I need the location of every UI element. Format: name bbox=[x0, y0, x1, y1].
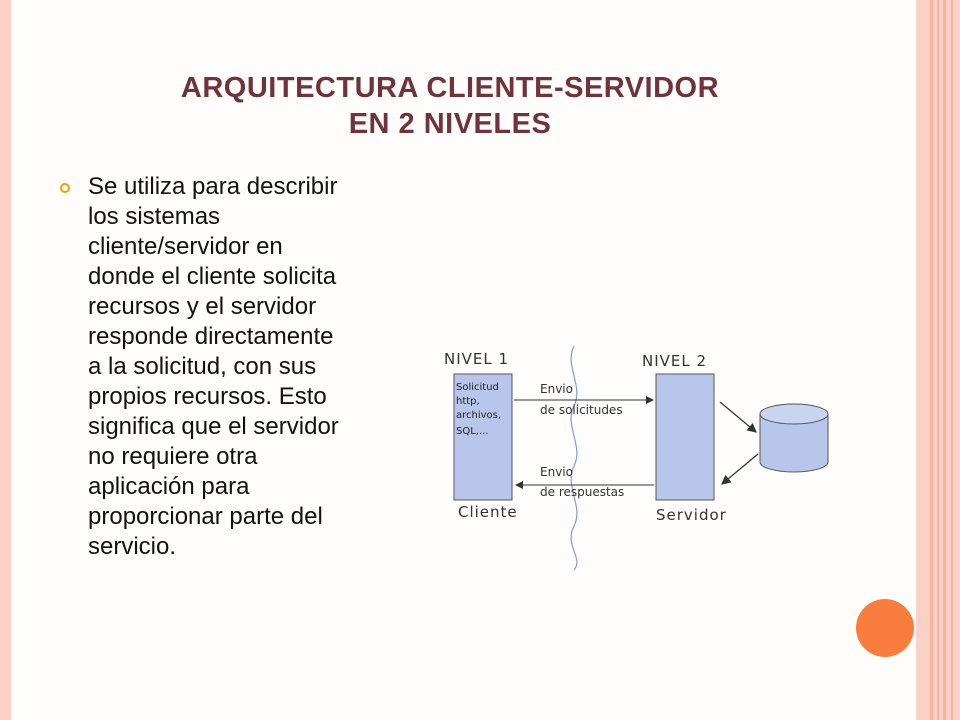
title-line-2: EN 2 NIVELES bbox=[348, 108, 552, 140]
client-box-line-3: archivos, bbox=[456, 410, 501, 421]
left-border bbox=[0, 0, 11, 720]
bullet-item: Se utiliza para describir los sistemas c… bbox=[60, 172, 430, 562]
title-line-1: ARQUITECTURA CLIENTE-SERVIDOR bbox=[180, 72, 720, 104]
level-2-label: NIVEL 2 bbox=[642, 352, 707, 370]
server-box bbox=[655, 373, 715, 501]
database-icon bbox=[759, 403, 829, 473]
client-box-line-1: Solicitud bbox=[456, 382, 499, 393]
slide-title: ARQUITECTURA CLIENTE-SERVIDOR EN 2 NIVEL… bbox=[120, 70, 780, 142]
request-arrow-label-1: Envio bbox=[540, 382, 573, 396]
client-server-diagram: NIVEL 1 NIVEL 2 Solicitud http, archivos… bbox=[444, 345, 829, 571]
decorative-orange-circle bbox=[856, 599, 914, 657]
server-to-db-arrow bbox=[719, 401, 757, 433]
response-arrow-label-1: Envio bbox=[540, 465, 573, 479]
level-1-label: NIVEL 1 bbox=[444, 350, 509, 368]
bullet-dot-icon bbox=[60, 183, 70, 193]
right-decorative-panel bbox=[916, 0, 960, 720]
client-label: Cliente bbox=[458, 503, 518, 521]
client-box-line-2: http, bbox=[456, 396, 480, 407]
db-to-server-arrow bbox=[721, 453, 759, 485]
network-divider bbox=[570, 345, 578, 571]
client-box-line-4: SQL,... bbox=[456, 426, 489, 437]
response-arrow-label-2: de respuestas bbox=[540, 485, 624, 499]
client-box bbox=[453, 373, 513, 501]
content-area bbox=[11, 0, 916, 720]
bullet-text: Se utiliza para describir los sistemas c… bbox=[88, 173, 339, 560]
request-arrow-label-2: de solicitudes bbox=[540, 403, 623, 417]
server-label: Servidor bbox=[656, 506, 727, 524]
